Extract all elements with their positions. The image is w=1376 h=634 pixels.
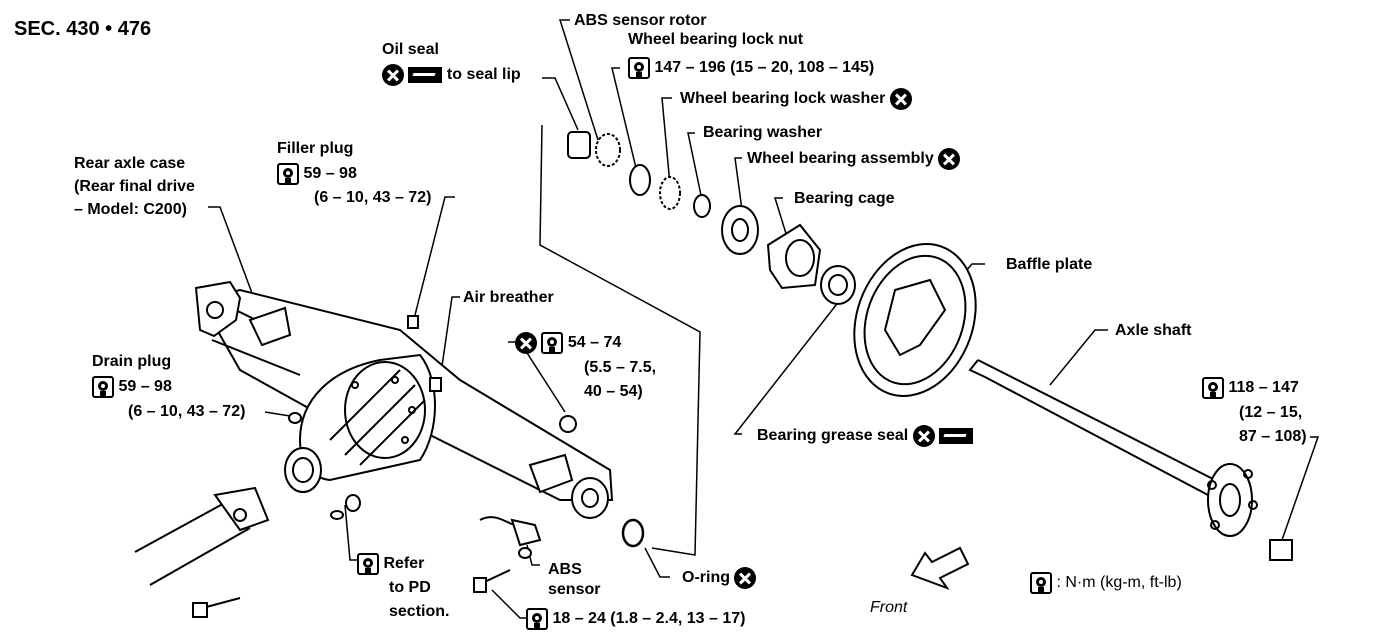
leader-lines xyxy=(208,19,1320,619)
torque-wrench-icon xyxy=(526,608,548,630)
replace-part-icon xyxy=(515,332,537,354)
replace-part-icon xyxy=(938,148,961,170)
grease-icon xyxy=(408,67,443,83)
label-abs-1: ABS xyxy=(548,561,582,578)
label-abs-2: sensor xyxy=(548,581,601,598)
replace-part-icon xyxy=(382,64,404,86)
filler-torque-1: 59 – 98 xyxy=(303,165,357,183)
label-baffle-plate: Baffle plate xyxy=(1006,256,1093,273)
oil-seal-spec: to seal lip xyxy=(382,64,521,86)
label-grease-seal: Bearing grease seal xyxy=(757,427,909,445)
replace-part-icon xyxy=(734,567,757,589)
label-air-breather: Air breather xyxy=(463,289,554,306)
section-title: SEC. 430 • 476 xyxy=(14,18,152,40)
shaft-torque-3: 87 – 108) xyxy=(1239,428,1307,445)
front-arrow-icon xyxy=(910,546,970,591)
torque-wrench-icon xyxy=(541,332,564,354)
label-bearing-cage: Bearing cage xyxy=(794,190,895,207)
o-ring-part xyxy=(621,518,645,548)
drain-torque-1: 59 – 98 xyxy=(118,378,172,396)
baffle-plate-part xyxy=(853,243,977,397)
nut-torque-1: 54 – 74 xyxy=(567,334,622,352)
label-to-seal-lip: to seal lip xyxy=(446,66,521,84)
bolt-spec: 18 – 24 (1.8 – 2.4, 13 – 17) xyxy=(526,608,745,630)
refer-2: to PD xyxy=(389,579,431,596)
grease-seal-spec: Bearing grease seal xyxy=(757,425,974,447)
bearing-assembly-spec: Wheel bearing assembly xyxy=(747,148,961,170)
filler-torque-2: (6 – 10, 43 – 72) xyxy=(314,189,432,206)
label-axle-shaft: Axle shaft xyxy=(1115,322,1192,339)
label-front: Front xyxy=(870,599,908,616)
lock-nut-spec: 147 – 196 (15 – 20, 108 – 145) xyxy=(628,57,874,79)
label-bearing-assembly: Wheel bearing assembly xyxy=(747,150,934,168)
torque-wrench-icon xyxy=(357,553,379,575)
label-axle-case-1: Rear axle case xyxy=(74,155,186,172)
torque-wrench-icon xyxy=(277,163,299,185)
label-lock-washer: Wheel bearing lock washer xyxy=(680,90,886,108)
hub-nut xyxy=(559,415,577,433)
torque-wrench-icon xyxy=(1202,377,1224,399)
bearing-stack xyxy=(567,131,856,305)
oring-spec: O-ring xyxy=(682,567,757,589)
filler-plug-spec: 59 – 98 xyxy=(277,163,357,185)
torque-wrench-icon xyxy=(628,57,650,79)
replace-part-icon xyxy=(912,425,935,447)
drain-plug-spec: 59 – 98 xyxy=(92,376,172,398)
label-drain-plug: Drain plug xyxy=(92,353,172,370)
refer-3: section. xyxy=(389,603,450,620)
grease-icon xyxy=(939,428,974,444)
refer-spec: Refer xyxy=(357,553,424,575)
label-oring: O-ring xyxy=(682,569,730,587)
torque-wrench-icon xyxy=(1030,572,1052,594)
lock-washer-spec: Wheel bearing lock washer xyxy=(680,88,912,110)
nut-torque-3: 40 – 54) xyxy=(584,383,643,400)
bolt-torque: 18 – 24 (1.8 – 2.4, 13 – 17) xyxy=(552,610,746,628)
abs-sensor-part xyxy=(479,516,542,559)
legend-text: : N·m (kg-m, ft-lb) xyxy=(1056,574,1182,592)
torque-wrench-icon xyxy=(92,376,114,398)
label-abs-sensor-rotor: ABS sensor rotor xyxy=(574,12,707,29)
label-axle-case-2: (Rear final drive xyxy=(74,178,195,195)
rear-axle-case xyxy=(194,280,614,519)
label-filler-plug: Filler plug xyxy=(277,140,354,157)
drain-torque-2: (6 – 10, 43 – 72) xyxy=(128,403,246,420)
label-bearing-washer: Bearing washer xyxy=(703,124,823,141)
mounting-bolts xyxy=(192,569,511,618)
label-oil-seal: Oil seal xyxy=(382,41,439,58)
legend: : N·m (kg-m, ft-lb) xyxy=(1030,572,1182,594)
lock-nut-torque: 147 – 196 (15 – 20, 108 – 145) xyxy=(654,59,875,77)
refer-1: Refer xyxy=(383,555,425,573)
drain-plug-parts xyxy=(330,494,361,520)
label-axle-case-3: – Model: C200) xyxy=(74,201,187,218)
nut-torque-2: (5.5 – 7.5, xyxy=(584,359,657,376)
label-lock-nut: Wheel bearing lock nut xyxy=(628,31,804,48)
shaft-torque-2: (12 – 15, xyxy=(1239,404,1303,421)
axle-shaft-part xyxy=(968,359,1293,561)
shaft-torque-1: 118 – 147 xyxy=(1228,379,1299,397)
shaft-spec: 118 – 147 xyxy=(1202,377,1299,399)
propeller-shaft xyxy=(134,486,270,586)
nut-spec: 54 – 74 xyxy=(515,332,621,354)
replace-part-icon xyxy=(889,88,912,110)
